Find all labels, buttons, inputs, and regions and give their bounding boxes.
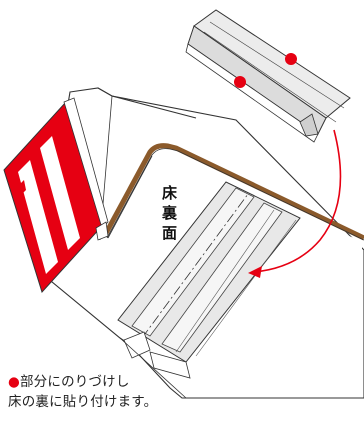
glue-dot-2 (234, 76, 246, 88)
glue-dot-1 (285, 53, 297, 65)
red-signboard (3, 97, 109, 293)
panel-label-char-2: 裏 (161, 204, 178, 222)
caption-line-1-text: 部分にのりづけし (19, 374, 130, 390)
instruction-caption: ●部分にのりづけし 床の裏に貼り付けます。 (8, 372, 308, 412)
caption-line-2: 床の裏に貼り付けます。 (8, 394, 158, 410)
panel-label-char-1: 床 (162, 184, 178, 202)
caption-line-1: ●部分にのりづけし (8, 372, 308, 392)
placement-arrow (248, 129, 342, 278)
panel-label-char-3: 面 (162, 224, 177, 242)
adhesive-strip-placed (117, 181, 301, 399)
adhesive-strip-detached (185, 9, 351, 143)
glue-marker-icon: ● (8, 374, 20, 390)
panel-label-group: 床 裏 面 (161, 184, 178, 242)
